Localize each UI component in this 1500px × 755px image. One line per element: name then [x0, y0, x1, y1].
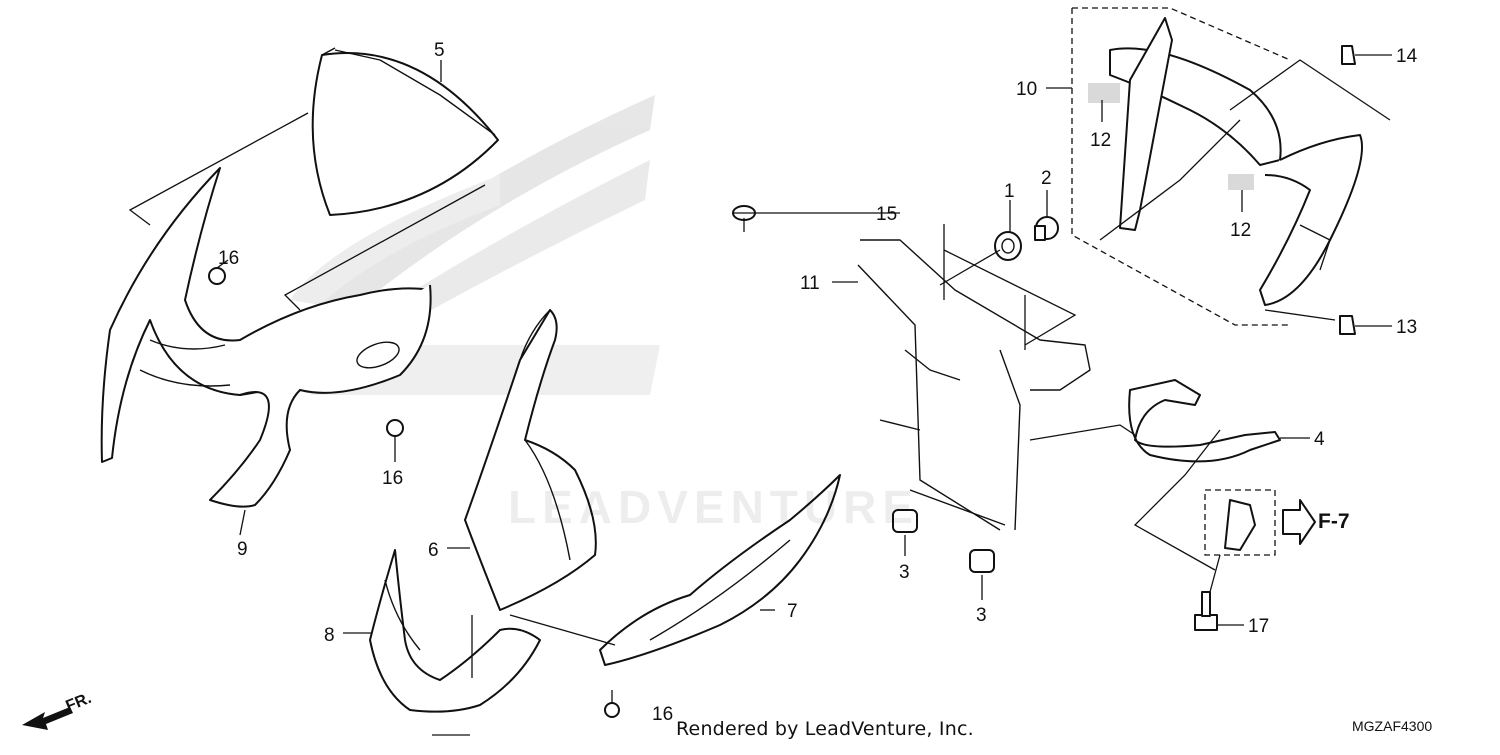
- callout-16-lower: 16: [652, 704, 673, 725]
- callout-3-left: 3: [899, 562, 910, 583]
- callout-13: 13: [1396, 317, 1417, 338]
- front-direction-arrow-icon: [22, 707, 73, 730]
- reference-page-link[interactable]: F-7: [1318, 510, 1350, 533]
- part-10-assembly-outline: [1071, 7, 1291, 326]
- part-9-front-cowl[interactable]: [100, 167, 432, 508]
- part-17-bolt[interactable]: [1194, 591, 1218, 631]
- callout-16-upper: 16: [218, 248, 239, 269]
- part-15-screw[interactable]: [732, 205, 756, 232]
- callout-1: 1: [1004, 181, 1015, 202]
- part-2-collar[interactable]: [1034, 216, 1059, 241]
- part-8-lower-front-panel[interactable]: [369, 549, 541, 713]
- part-16-screw-c[interactable]: [604, 690, 620, 718]
- callout-2: 2: [1041, 168, 1052, 189]
- callout-6: 6: [428, 540, 439, 561]
- diagram-code: MGZAF4300: [1352, 718, 1433, 734]
- part-3-rubber-b[interactable]: [969, 549, 995, 573]
- part-16-screw-b[interactable]: [386, 419, 404, 437]
- callout-8: 8: [324, 625, 335, 646]
- rendered-by-credit: Rendered by LeadVenture, Inc.: [676, 718, 974, 740]
- callout-16-middle: 16: [382, 468, 403, 489]
- callout-4: 4: [1314, 429, 1325, 450]
- part-3-rubber-a[interactable]: [892, 509, 918, 533]
- callout-5: 5: [434, 40, 445, 61]
- callout-7: 7: [787, 601, 798, 622]
- part-5-windscreen[interactable]: [311, 47, 499, 216]
- part-10-meter-panel[interactable]: [1088, 17, 1363, 306]
- callout-17: 17: [1248, 616, 1269, 637]
- leader-lines: [128, 54, 1392, 736]
- callout-14: 14: [1396, 46, 1418, 67]
- part-6-inner-panel[interactable]: [464, 309, 597, 611]
- watermark-text: LEADVENTURE: [508, 481, 920, 533]
- part-4-bracket[interactable]: [1128, 379, 1281, 463]
- callout-10: 10: [1016, 79, 1037, 100]
- reference-arrow-icon[interactable]: [1282, 499, 1316, 545]
- callout-11: 11: [800, 273, 820, 294]
- part-11-cowl-stay[interactable]: [857, 239, 1091, 531]
- callout-3-right: 3: [976, 605, 987, 626]
- callout-15: 15: [876, 204, 897, 225]
- part-14-screw[interactable]: [1341, 45, 1356, 65]
- callout-12-right: 12: [1230, 220, 1251, 241]
- part-7-lower-side-panel[interactable]: [599, 474, 841, 666]
- f7-reference-box: [1204, 489, 1276, 556]
- callout-9: 9: [237, 539, 248, 560]
- part-16-screw-a[interactable]: [208, 267, 226, 285]
- part-1-grommet[interactable]: [994, 231, 1022, 261]
- callout-12-left: 12: [1090, 130, 1111, 151]
- part-13-screw[interactable]: [1339, 315, 1356, 335]
